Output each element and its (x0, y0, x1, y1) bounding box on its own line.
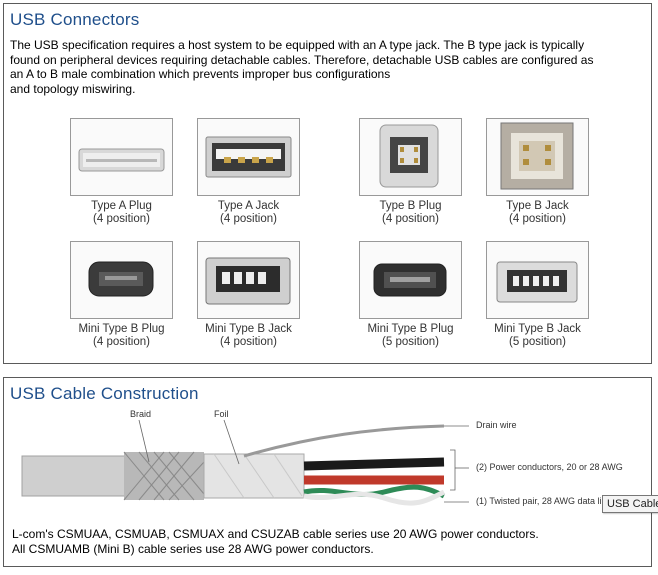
connector-position: (5 position) (382, 336, 439, 348)
connector-position: (4 position) (93, 336, 150, 348)
connector-mini-b-jack-4: Mini Type B Jack (4 position) (191, 241, 306, 349)
usb-type-a-plug-icon (70, 118, 173, 196)
intro-line: The USB specification requires a host sy… (10, 38, 585, 52)
usb-cable-construction-panel: USB Cable Construction (3, 377, 652, 567)
intro-line: an A to B male combination which prevent… (10, 67, 391, 81)
usb-connectors-intro: The USB specification requires a host sy… (10, 38, 646, 96)
connector-type-a-plug: Type A Plug (4 position) (64, 118, 179, 226)
connector-mini-b-plug-4: Mini Type B Plug (4 position) (64, 241, 179, 349)
twisted-pair-label: (1) Twisted pair, 28 AWG data li (476, 496, 602, 506)
connector-name: Type B Jack (506, 200, 569, 212)
connector-name: Mini Type B Jack (494, 323, 581, 335)
connector-name: Type B Plug (379, 200, 442, 212)
cable-text-line: L-com's CSMUAA, CSMUAB, CSMUAX and CSUZA… (12, 527, 539, 541)
usb-connectors-panel: USB Connectors The USB specification req… (3, 3, 652, 364)
connector-name: Type A Jack (217, 200, 280, 212)
usb-type-b-jack-icon (486, 118, 589, 196)
connector-name: Mini Type B Plug (367, 323, 454, 335)
cable-illustration-icon (21, 419, 469, 506)
usb-mini-b-plug-icon (359, 241, 462, 319)
image-tooltip: USB Cable (602, 495, 658, 513)
foil-label: Foil (214, 409, 229, 419)
cable-description: L-com's CSMUAA, CSMUAB, CSMUAX and CSUZA… (12, 527, 539, 557)
connector-name: Mini Type B Jack (205, 323, 292, 335)
braid-label: Braid (130, 409, 152, 419)
intro-line: found on peripheral devices requiring de… (10, 52, 594, 67)
connector-position: (4 position) (220, 213, 277, 225)
usb-cable-construction-heading: USB Cable Construction (10, 384, 199, 403)
connector-name: Mini Type B Plug (78, 323, 165, 335)
connector-mini-b-plug-5: Mini Type B Plug (5 position) (353, 241, 468, 349)
usb-mini-b-jack-icon (486, 241, 589, 319)
drain-wire-label: Drain wire (476, 420, 517, 430)
connector-name: Type A Plug (91, 200, 152, 212)
connector-position: (4 position) (509, 213, 566, 225)
connector-type-b-jack: Type B Jack (4 position) (480, 118, 595, 226)
usb-connectors-heading: USB Connectors (10, 10, 140, 29)
connector-type-b-plug: Type B Plug (4 position) (353, 118, 468, 226)
connector-position: (4 position) (382, 213, 439, 225)
usb-mini-b-plug-icon (70, 241, 173, 319)
connector-position: (5 position) (509, 336, 566, 348)
intro-line: and topology miswiring. (10, 81, 136, 96)
usb-type-b-plug-icon (359, 118, 462, 196)
cable-diagram: Braid Foil Drain wire (2) Power conducto… (14, 406, 652, 506)
connector-type-a-jack: Type A Jack (4 position) (191, 118, 306, 226)
power-conductors-label: (2) Power conductors, 20 or 28 AWG (476, 462, 623, 472)
connector-mini-b-jack-5: Mini Type B Jack (5 position) (480, 241, 595, 349)
connector-position: (4 position) (93, 213, 150, 225)
usb-mini-b-jack-icon (197, 241, 300, 319)
usb-type-a-jack-icon (197, 118, 300, 196)
cable-text-line: All CSMUAMB (Mini B) cable series use 28… (12, 542, 374, 556)
connector-position: (4 position) (220, 336, 277, 348)
